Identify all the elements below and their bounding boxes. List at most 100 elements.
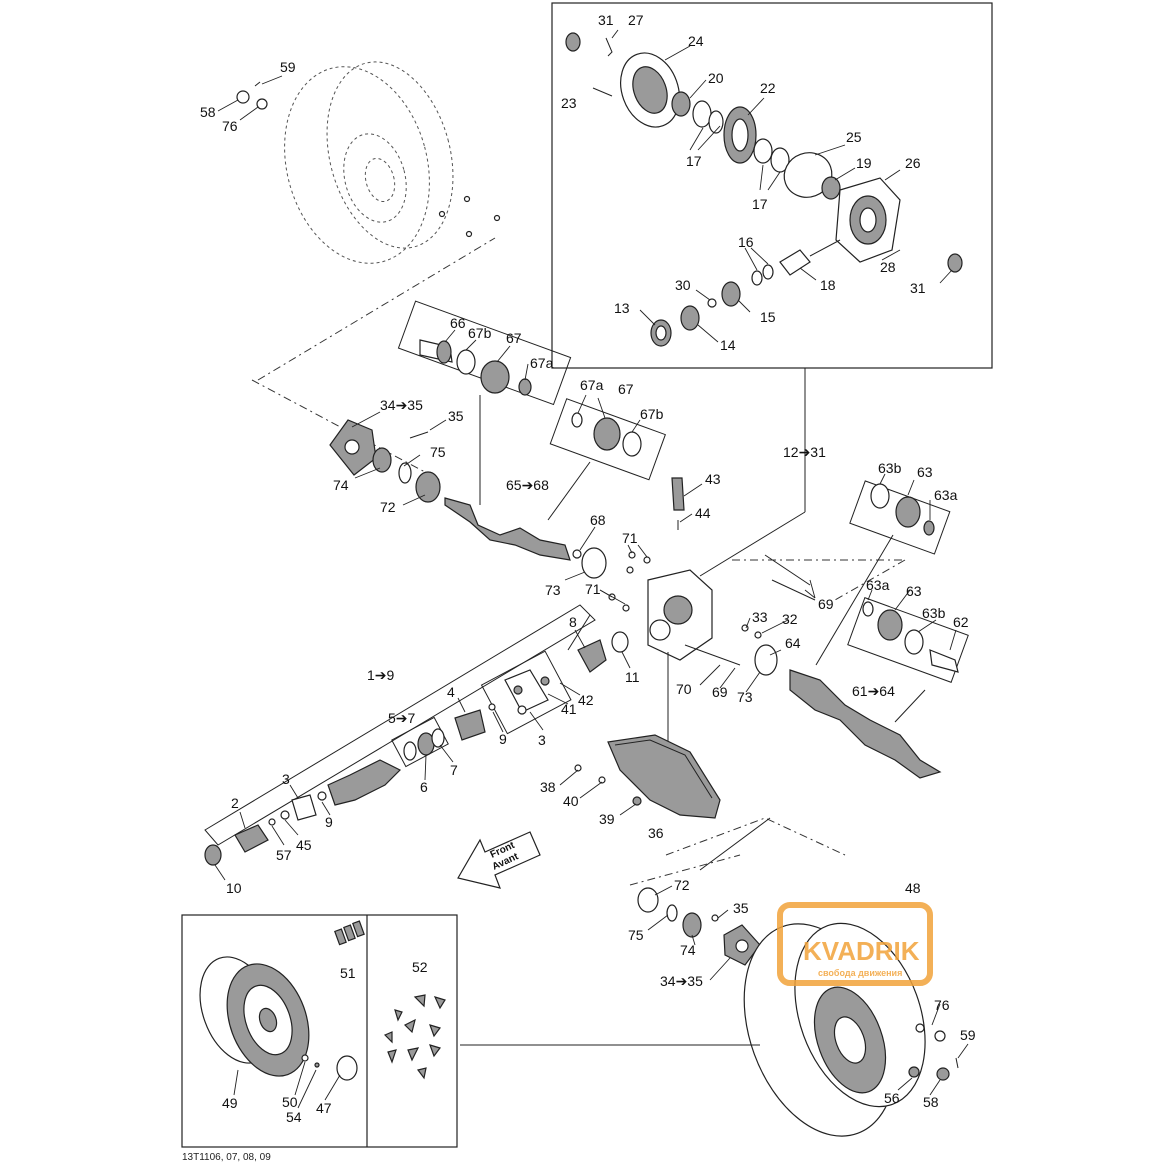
label-69-a: 69: [818, 596, 834, 612]
wheel-inset-frame: [181, 914, 458, 1148]
label-70: 70: [676, 681, 692, 697]
callout-labels: 59 58 76 31 27 24 20 23 22 17 25 19 26 1…: [200, 12, 976, 1125]
right-hub-parts: [637, 887, 761, 966]
label-52: 52: [412, 959, 428, 975]
label-30: 30: [675, 277, 691, 293]
label-62: 62: [953, 614, 969, 630]
label-4: 4: [447, 684, 455, 700]
left-driveshaft-parts: [329, 339, 642, 579]
label-39: 39: [599, 811, 615, 827]
label-63b-a: 63b: [878, 460, 902, 476]
label-67a-b: 67a: [580, 377, 604, 393]
label-75-a: 75: [430, 444, 446, 460]
front-direction-arrow: Front Avant: [457, 831, 541, 889]
drawing-code: 13T1106, 07, 08, 09: [182, 1152, 271, 1163]
tire-top-left: [236, 61, 501, 264]
label-18: 18: [820, 277, 836, 293]
label-44: 44: [695, 505, 711, 521]
label-17-a: 17: [686, 153, 702, 169]
label-63a-b: 63a: [866, 577, 890, 593]
label-48: 48: [905, 880, 921, 896]
label-3-a: 3: [538, 732, 546, 748]
label-63a-a: 63a: [934, 487, 958, 503]
label-73-b: 73: [737, 689, 753, 705]
propeller-shaft-parts: [204, 669, 550, 866]
label-17-b: 17: [752, 196, 768, 212]
right-driveshaft-parts: [789, 483, 959, 779]
label-33: 33: [752, 609, 768, 625]
label-15: 15: [760, 309, 776, 325]
label-67b-b: 67b: [640, 406, 664, 422]
label-13: 13: [614, 300, 630, 316]
rear-differential-housing: [577, 477, 816, 805]
label-6: 6: [420, 779, 428, 795]
label-51: 51: [340, 965, 356, 981]
label-63-b: 63: [906, 583, 922, 599]
label-67-b: 67: [618, 381, 634, 397]
label-63-a: 63: [917, 464, 933, 480]
watermark-tagline: свобода движения: [818, 968, 902, 978]
label-16: 16: [738, 234, 754, 250]
differential-parts: [565, 32, 963, 347]
differential-inset-frame: [551, 2, 993, 369]
label-31-b: 31: [910, 280, 926, 296]
label-11: 11: [625, 669, 640, 685]
label-28: 28: [880, 259, 896, 275]
label-74-b: 74: [680, 942, 696, 958]
label-41: 41: [561, 701, 577, 717]
label-35-a: 35: [448, 408, 464, 424]
label-20: 20: [708, 70, 724, 86]
label-38: 38: [540, 779, 556, 795]
label-76-top: 76: [222, 118, 238, 134]
label-32: 32: [782, 611, 798, 627]
label-40: 40: [563, 793, 579, 809]
label-68: 68: [590, 512, 606, 528]
label-19: 19: [856, 155, 872, 171]
label-65-68: 65➔68: [506, 477, 549, 493]
label-43: 43: [705, 471, 721, 487]
label-72-b: 72: [674, 877, 690, 893]
label-31-a: 31: [598, 12, 614, 28]
label-2: 2: [231, 795, 239, 811]
label-42: 42: [578, 692, 594, 708]
label-34-35-a: 34➔35: [380, 397, 423, 413]
label-56: 56: [884, 1090, 900, 1106]
label-67a-a: 67a: [530, 355, 554, 371]
label-73-a: 73: [545, 582, 561, 598]
watermark-brand: KVADRIK: [803, 936, 920, 966]
label-1-9: 1➔9: [367, 667, 395, 683]
label-54: 54: [286, 1109, 302, 1125]
label-24: 24: [688, 33, 704, 49]
label-69-b: 69: [712, 684, 728, 700]
label-8: 8: [569, 614, 577, 630]
label-72-a: 72: [380, 499, 396, 515]
label-14: 14: [720, 337, 736, 353]
label-25: 25: [846, 129, 862, 145]
label-75-b: 75: [628, 927, 644, 943]
label-5-7: 5➔7: [388, 710, 416, 726]
label-22: 22: [760, 80, 776, 96]
label-9-b: 9: [325, 814, 333, 830]
label-3-b: 3: [282, 771, 290, 787]
label-35-b: 35: [733, 900, 749, 916]
label-64: 64: [785, 635, 801, 651]
label-50: 50: [282, 1094, 298, 1110]
label-57: 57: [276, 847, 292, 863]
label-74-a: 74: [333, 477, 349, 493]
skid-plate: [574, 734, 721, 819]
label-71-b: 71: [585, 581, 601, 597]
label-71-a: 71: [622, 530, 638, 546]
label-67b-a: 67b: [468, 325, 492, 341]
label-34-35-b: 34➔35: [660, 973, 703, 989]
label-7: 7: [450, 762, 458, 778]
wheel-parts: [199, 920, 446, 1081]
label-59-b: 59: [960, 1027, 976, 1043]
label-9-a: 9: [499, 731, 507, 747]
label-12-31: 12➔31: [783, 444, 826, 460]
label-10: 10: [226, 880, 242, 896]
label-45: 45: [296, 837, 312, 853]
label-23: 23: [561, 95, 577, 111]
kvadrik-watermark: KVADRIK свобода движения: [777, 902, 933, 986]
